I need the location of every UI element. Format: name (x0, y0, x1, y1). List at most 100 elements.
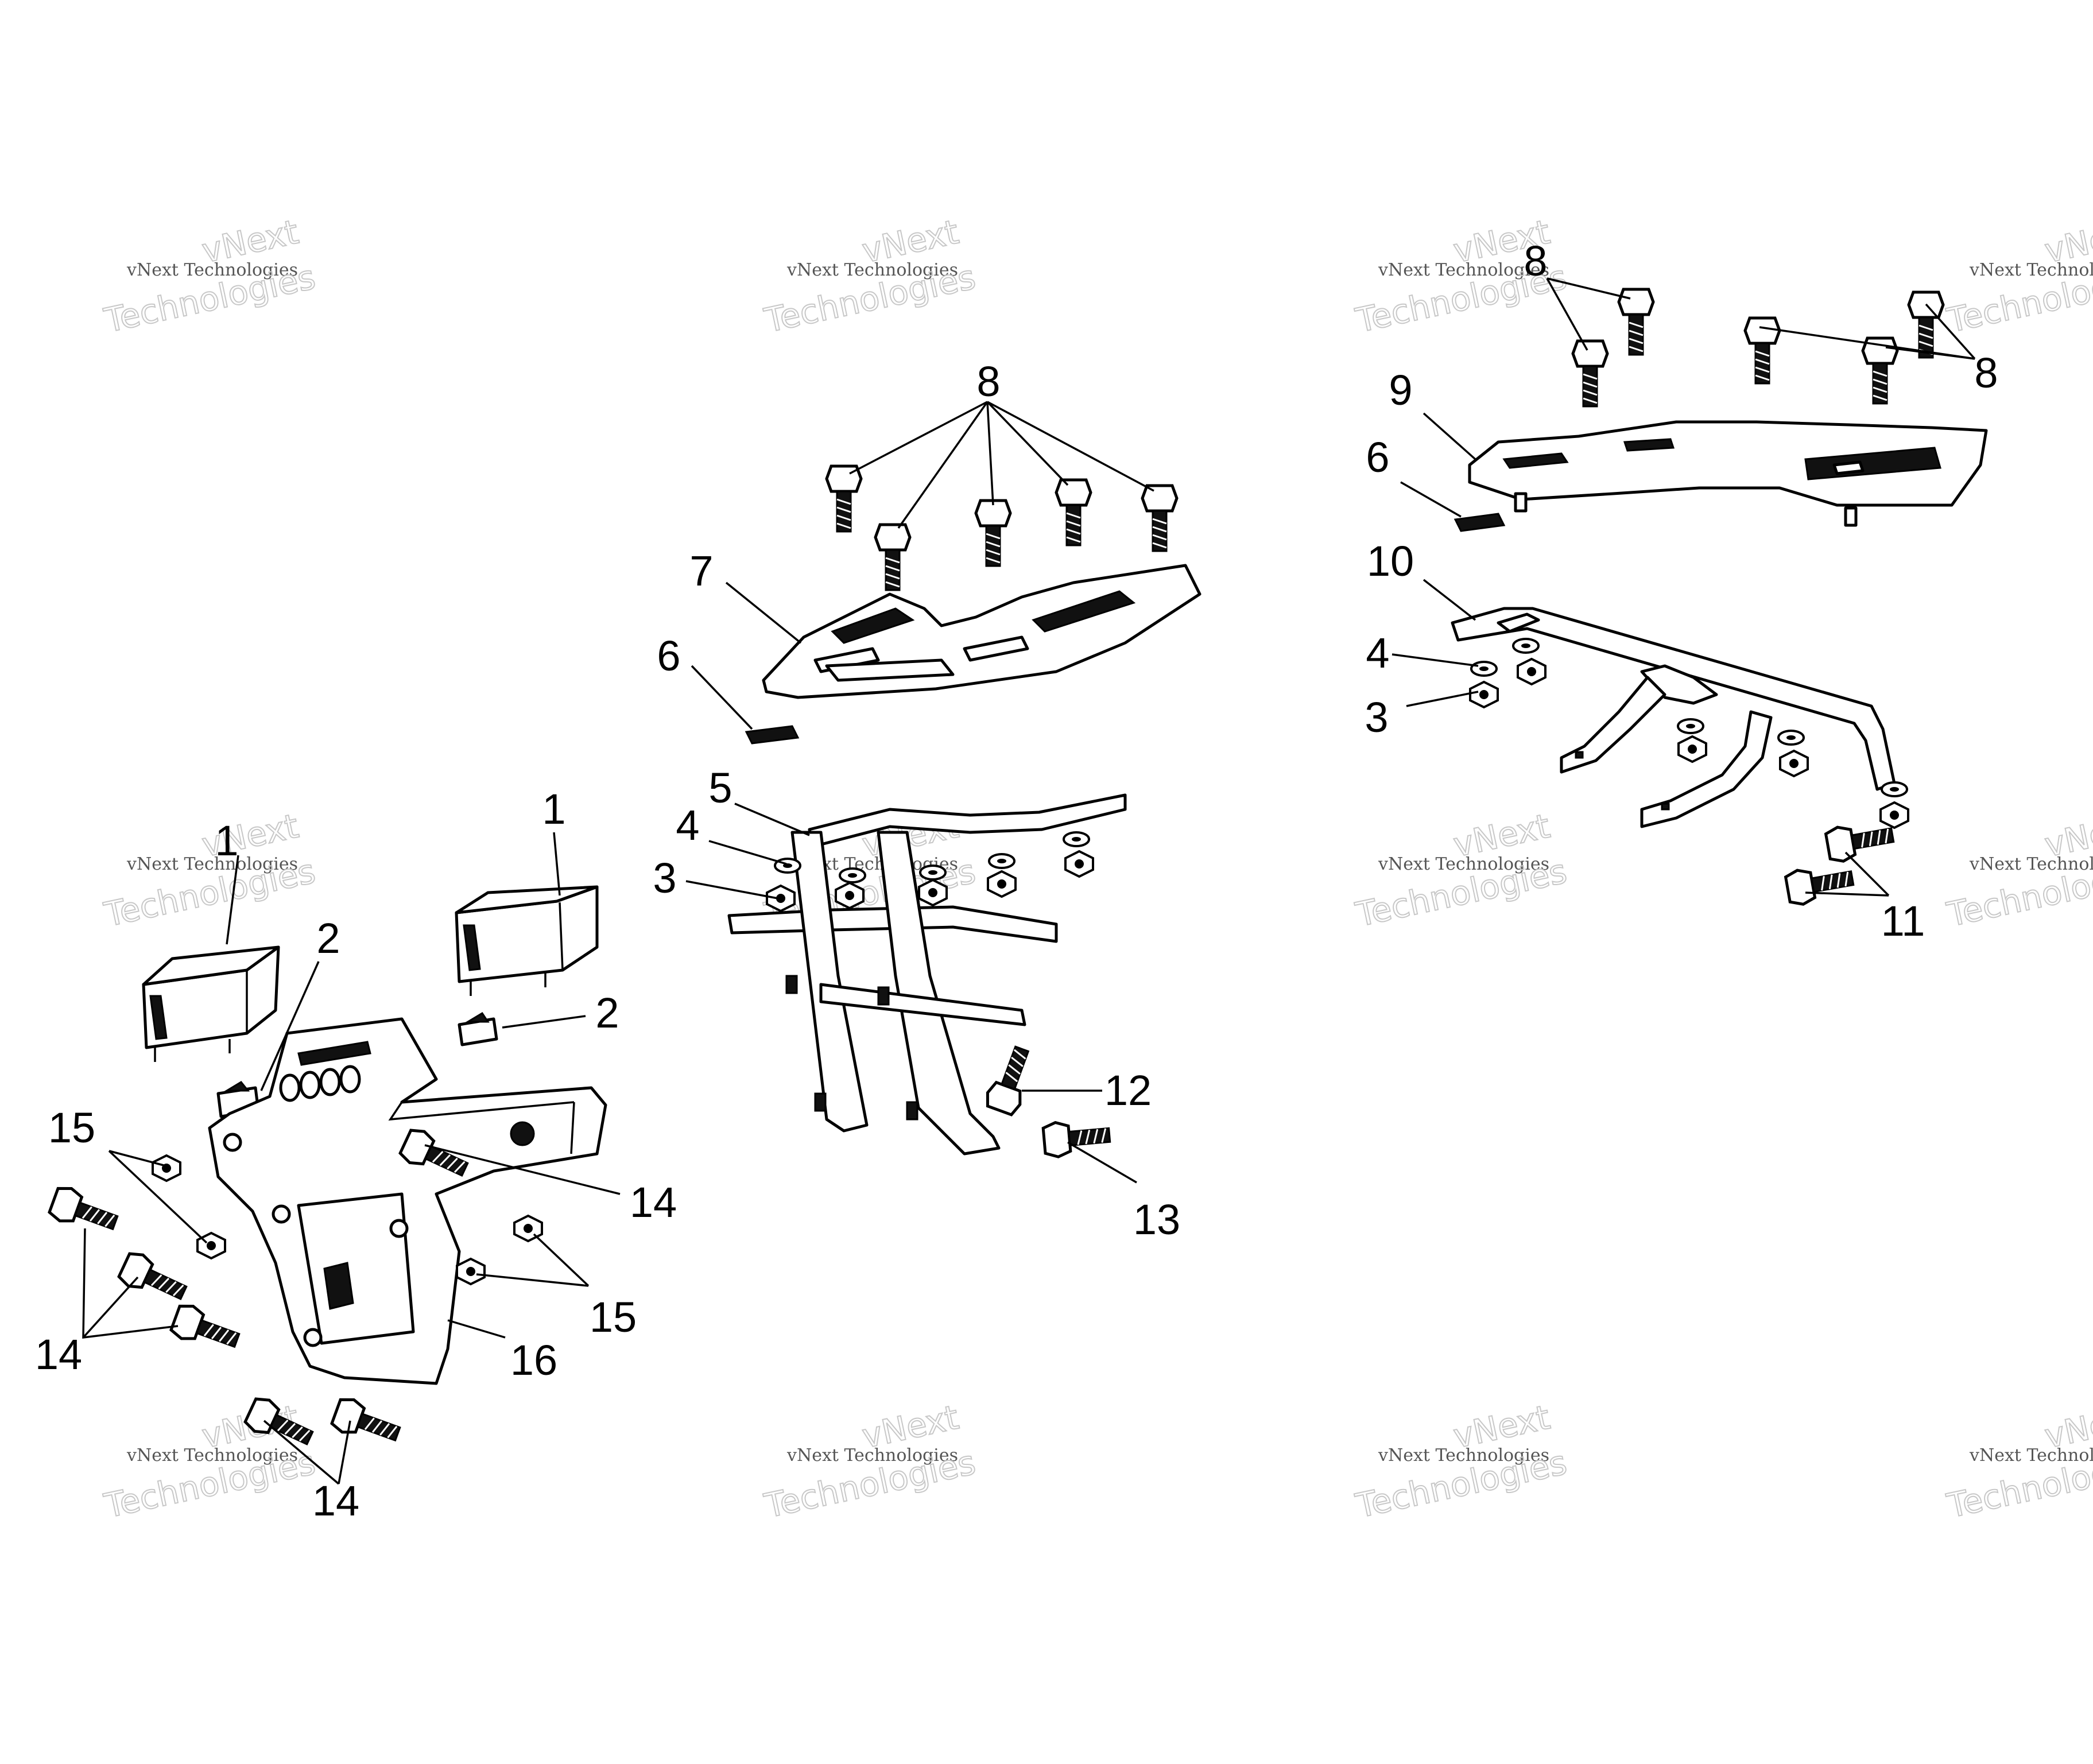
bolt-8c (976, 501, 1010, 566)
washer-4g (1512, 638, 1540, 654)
callout-1: 1 (215, 817, 238, 864)
callout-2: 2 (595, 989, 619, 1037)
watermark: vNext vNext Technologies Technologies (1943, 212, 2093, 341)
washer-4h (1677, 718, 1704, 734)
bolt-8e (1142, 486, 1177, 551)
callout-14: 14 (312, 1477, 359, 1525)
nut-3e (1064, 850, 1094, 878)
bolt-8d (1056, 480, 1091, 545)
decal-right (1454, 513, 1506, 532)
rear-rack-frame (1451, 607, 1896, 828)
callout-8: 8 (1524, 237, 1547, 285)
callout-9: 9 (1389, 366, 1412, 414)
callout-8: 8 (1974, 349, 1998, 397)
front-cover (208, 1017, 607, 1385)
callout-3: 3 (653, 854, 676, 902)
rear-rack-plate (1468, 420, 1988, 527)
watermark: vNext vNext Technologies Technologies (100, 1397, 320, 1526)
watermark-small: vNext Technologies (1969, 854, 2093, 874)
bolt-12 (983, 1043, 1038, 1116)
watermark-small: vNext Technologies (1378, 854, 1549, 874)
washer-4c (919, 864, 947, 881)
callout-16: 16 (510, 1336, 557, 1384)
nut-3h (1677, 735, 1707, 763)
watermark: vNext vNext Technologies Technologies (761, 212, 980, 341)
washer-4d (988, 853, 1016, 869)
bolt-8f (1619, 289, 1653, 355)
callout-15: 15 (48, 1104, 95, 1152)
watermark: vNext vNext Technologies Technologies (1943, 1397, 2093, 1526)
nut-3g (1517, 658, 1547, 685)
left-assembly (48, 832, 621, 1485)
callout-5: 5 (708, 764, 732, 812)
nut-3j (1879, 801, 1909, 829)
callout-4: 4 (1366, 629, 1389, 677)
callout-14: 14 (630, 1178, 677, 1226)
nut-15a (152, 1154, 181, 1182)
bolt-8i (1909, 292, 1943, 358)
watermark-small: vNext Technologies (1378, 260, 1549, 280)
watermark-small: vNext Technologies (126, 854, 298, 874)
nut-3a (766, 885, 796, 912)
callout-15: 15 (590, 1293, 637, 1341)
bolt-8b (875, 525, 910, 590)
nut-3c (918, 879, 948, 906)
clip-right (458, 1011, 498, 1046)
washer-4e (1063, 831, 1090, 847)
bolt-14f (330, 1395, 404, 1450)
right-assembly (1392, 277, 1988, 906)
callout-14: 14 (35, 1331, 82, 1378)
watermark: vNext vNext Technologies Technologies (100, 212, 320, 341)
callout-13: 13 (1133, 1196, 1180, 1243)
bolt-14c (117, 1250, 191, 1309)
callout-12: 12 (1104, 1067, 1152, 1114)
front-rack-plate (762, 564, 1201, 699)
watermark-small: vNext Technologies (126, 260, 298, 280)
watermark: vNext vNext Technologies Technologies (1352, 1397, 1571, 1526)
front-rack-frame (727, 793, 1127, 1156)
leaders-middle (685, 401, 1154, 1184)
nut-3d (987, 870, 1017, 898)
nut-3f (1469, 681, 1499, 708)
leaders-left (82, 832, 621, 1485)
bolt-11b (1785, 861, 1855, 906)
bolt-11a (1825, 818, 1896, 863)
watermark-small: vNext Technologies (1378, 1445, 1549, 1466)
callout-4: 4 (676, 801, 699, 849)
washer-4i (1777, 730, 1805, 746)
bolt-8g (1573, 341, 1607, 406)
watermark-small: vNext Technologies (786, 260, 958, 280)
washer-4b (839, 867, 866, 883)
nut-15d (456, 1258, 486, 1285)
watermark-small: vNext Technologies (126, 1445, 298, 1466)
watermark: vNext vNext Technologies Technologies (1352, 806, 1571, 935)
headlight-left (142, 945, 280, 1062)
watermark-small: vNext Technologies (1969, 1445, 2093, 1466)
watermark-small: vNext Technologies (1969, 260, 2093, 280)
bolt-14d (169, 1302, 243, 1356)
middle-assembly (685, 401, 1201, 1184)
callout-8: 8 (976, 358, 1000, 405)
washer-4j (1881, 781, 1908, 797)
bolt-13 (1042, 1118, 1111, 1158)
leaders-right (1392, 277, 1976, 897)
watermark: vNext vNext Technologies Technologies (761, 1397, 980, 1526)
nut-3b (835, 882, 865, 909)
decal-middle (745, 725, 800, 745)
callout-7: 7 (689, 547, 713, 595)
watermark-small: vNext Technologies (786, 1445, 958, 1466)
bolt-8a (827, 466, 861, 532)
watermark: vNext vNext Technologies Technologies (1943, 806, 2093, 935)
headlight-right (455, 885, 599, 996)
callout-11: 11 (1881, 897, 1925, 945)
nut-3i (1779, 750, 1809, 777)
callout-3: 3 (1365, 693, 1388, 741)
callout-6: 6 (657, 632, 680, 680)
callout-2: 2 (316, 914, 340, 962)
callout-6: 6 (1366, 433, 1389, 481)
callout-10: 10 (1367, 537, 1414, 585)
watermark: vNext vNext Technologies Technologies (100, 806, 320, 935)
callouts: 1 1 2 2 15 14 15 14 16 14 8 7 6 5 4 3 12… (35, 237, 1998, 1525)
washer-4f (1470, 661, 1498, 677)
